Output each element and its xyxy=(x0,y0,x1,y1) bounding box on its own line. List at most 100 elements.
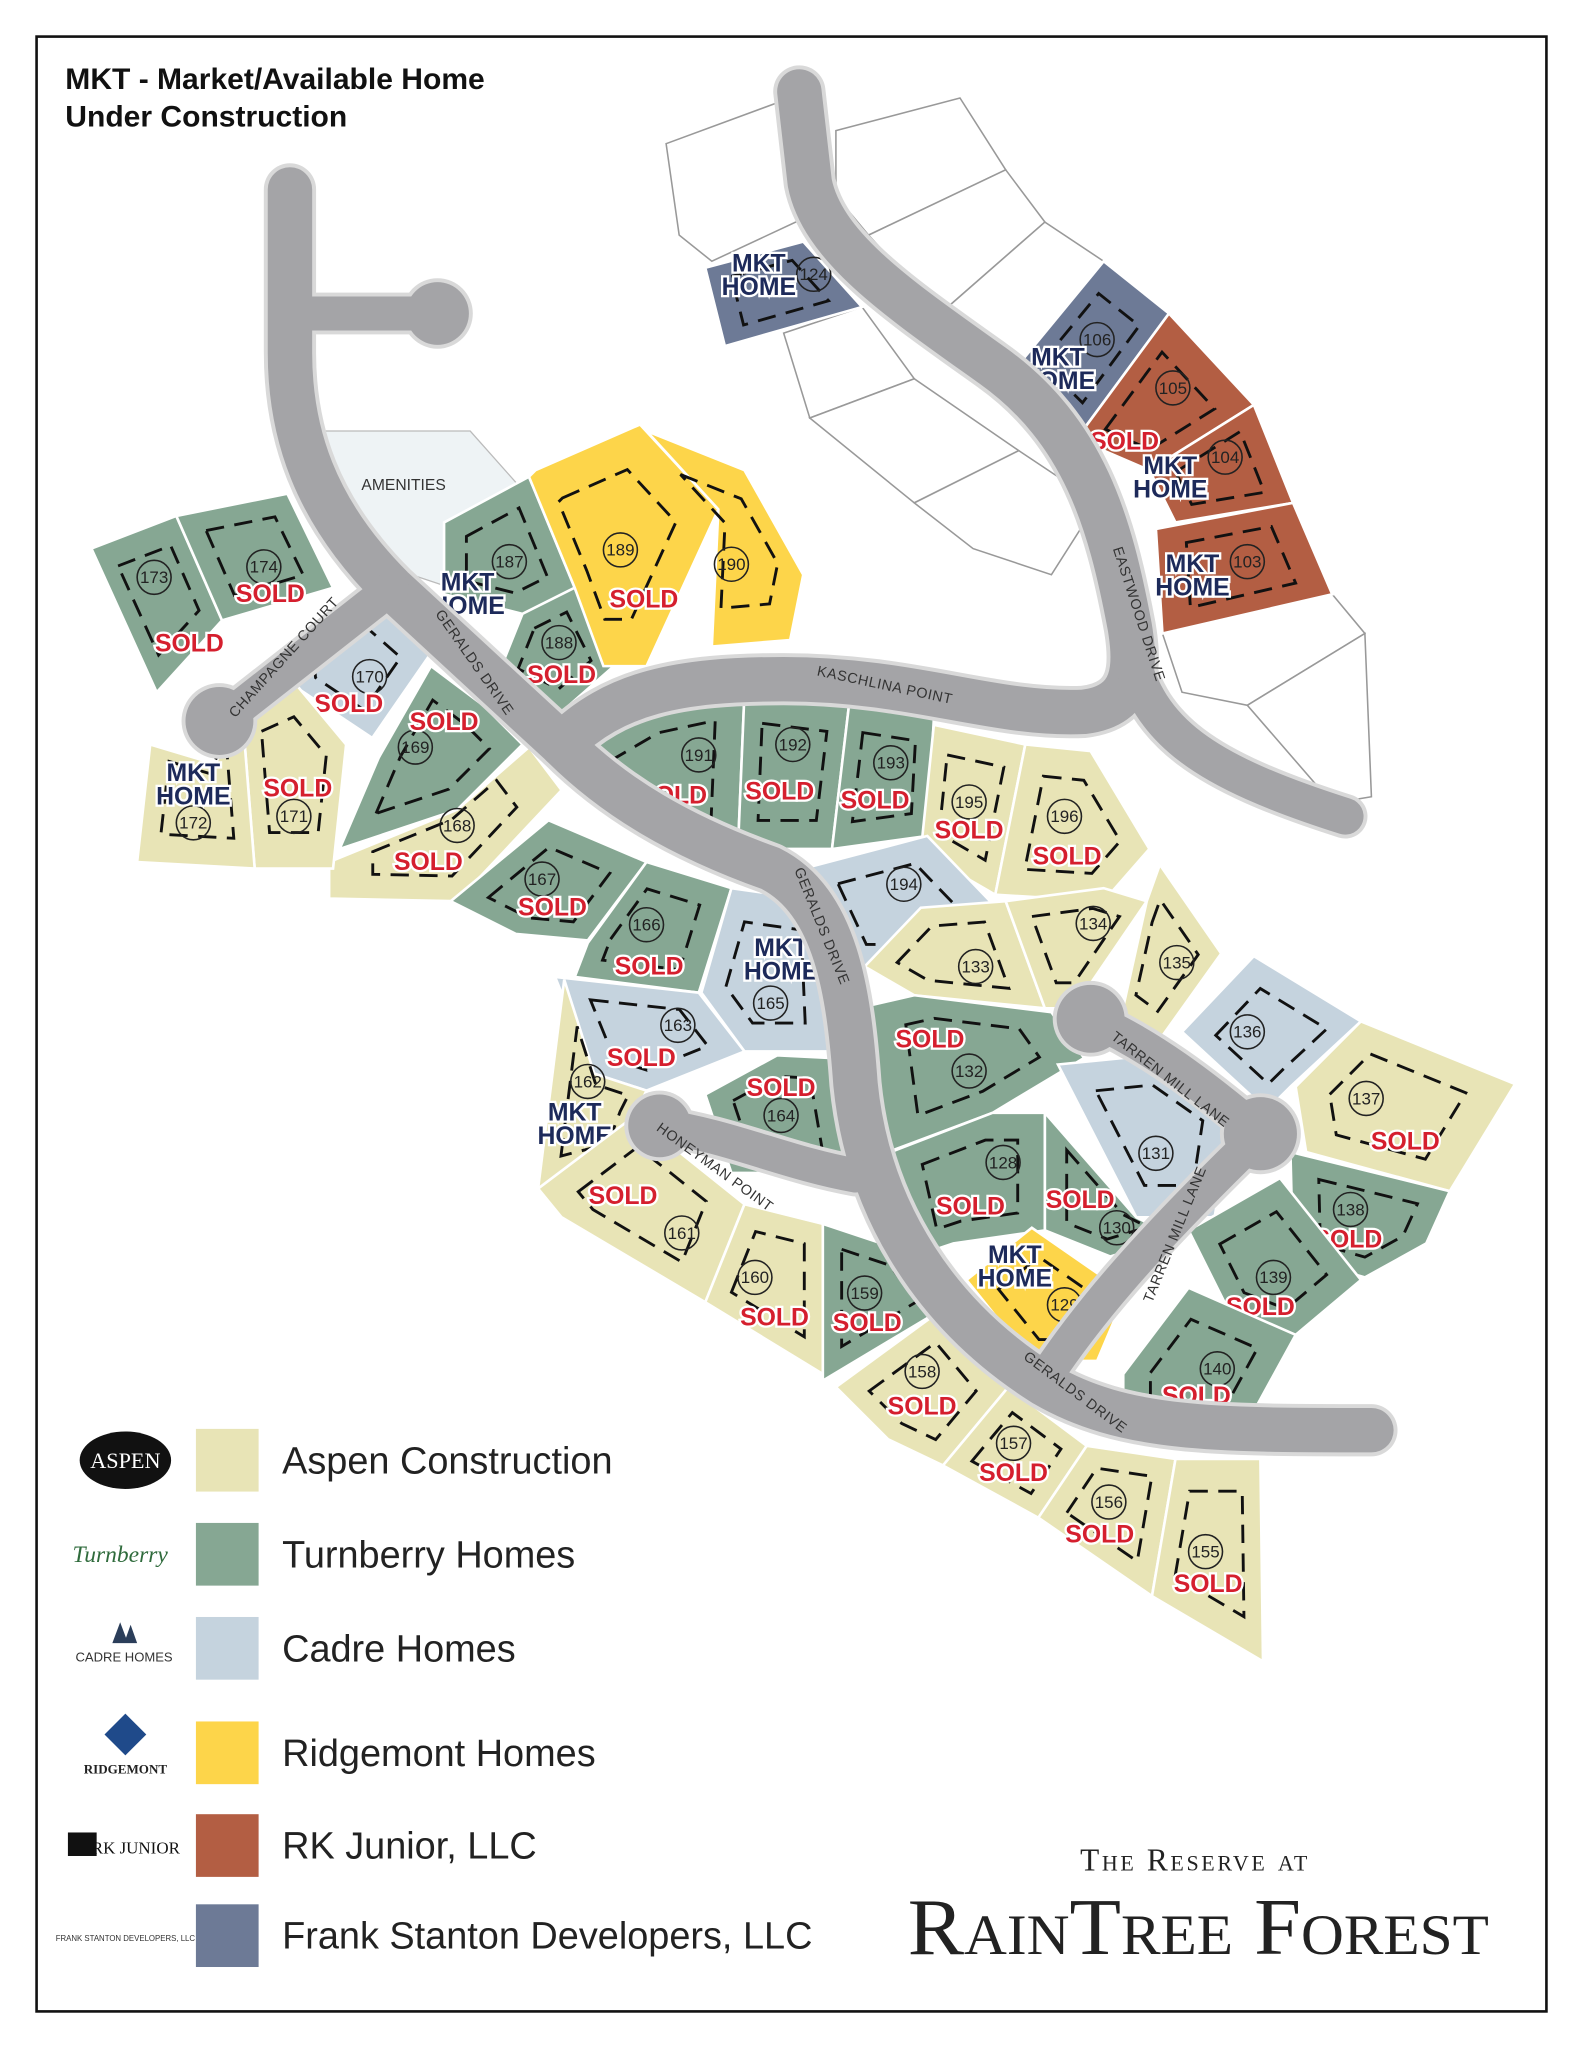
lot-parcel[interactable] xyxy=(993,743,1151,903)
lot-number: 165 xyxy=(756,994,784,1013)
lot-number: 170 xyxy=(355,667,383,686)
lot-number-circle xyxy=(351,658,388,695)
legend-label: RK Junior, LLC xyxy=(282,1826,537,1868)
legend-swatch xyxy=(195,1721,259,1785)
lot-number-circle xyxy=(752,985,789,1021)
lot-190[interactable]: 190 xyxy=(645,429,805,648)
lot-number-circle xyxy=(1255,1259,1292,1296)
home-footprint xyxy=(204,515,306,598)
home-footprint xyxy=(600,887,702,972)
lot-number-circle xyxy=(491,543,528,580)
lot-parcel[interactable] xyxy=(1119,861,1223,1047)
lot-number-circle xyxy=(1091,1484,1127,1520)
legend-swatch xyxy=(195,1428,259,1492)
home-footprint xyxy=(1093,1083,1205,1187)
lot-number: 169 xyxy=(401,738,429,757)
lot-number: 130 xyxy=(1103,1219,1131,1238)
lot-number-circle xyxy=(951,784,987,820)
lot-number-circle xyxy=(737,1259,773,1296)
lot-number: 172 xyxy=(179,814,207,833)
unassigned-lot[interactable] xyxy=(665,96,811,263)
lot-number-circle xyxy=(1046,798,1083,835)
unassigned-lot[interactable] xyxy=(1246,632,1373,805)
svg-text:RIDGEMONT: RIDGEMONT xyxy=(84,1762,168,1777)
sold-label: SOLD xyxy=(615,953,684,980)
lot-number: 188 xyxy=(545,633,573,652)
unassigned-lot[interactable] xyxy=(912,449,1099,576)
mkt-label: MKT xyxy=(1031,345,1085,372)
mkt-label: MKT xyxy=(988,1242,1042,1269)
sold-label: SOLD xyxy=(841,787,910,814)
home-footprint xyxy=(1184,524,1298,610)
sold-label: SOLD xyxy=(740,1305,809,1332)
lot-number-circle xyxy=(886,866,922,903)
lot-number: 136 xyxy=(1233,1023,1261,1042)
home-footprint xyxy=(371,778,519,878)
lot-number: 163 xyxy=(664,1016,692,1035)
lot-number-circle xyxy=(628,906,665,943)
lot-parcel[interactable] xyxy=(174,492,335,622)
lot-parcel[interactable] xyxy=(1154,501,1335,636)
home-footprint xyxy=(559,1026,631,1158)
lot-number-circle xyxy=(1138,1135,1174,1172)
lot-number-circle xyxy=(1229,543,1266,580)
lot-number: 133 xyxy=(962,957,990,976)
sold-label: SOLD xyxy=(263,776,332,803)
lot-134[interactable]: 134 xyxy=(1003,886,1149,1010)
lot-parcel[interactable] xyxy=(736,690,851,851)
lot-number-circle xyxy=(1229,1014,1266,1050)
lot-parcel[interactable] xyxy=(1186,1176,1363,1337)
lot-number-circle xyxy=(951,1053,987,1089)
sold-label: SOLD xyxy=(979,1460,1048,1487)
home-footprint xyxy=(1023,774,1123,875)
lot-number-circle xyxy=(1187,1533,1224,1570)
legend-label: Aspen Construction xyxy=(282,1440,612,1482)
lot-number-circle xyxy=(1199,1351,1236,1387)
lot-number-circle xyxy=(660,1007,696,1044)
cadre-logo: CADRE HOMES xyxy=(76,1622,173,1664)
lot-number-circle xyxy=(1332,1191,1369,1228)
lot-parcel[interactable] xyxy=(703,240,865,348)
home-footprint xyxy=(867,1340,979,1442)
frankstanton-logo: FRANK STANTON DEVELOPERS, LLC xyxy=(56,1934,196,1943)
legend-item-frankstanton: FRANK STANTON DEVELOPERS, LLC Frank Stant… xyxy=(56,1904,812,1968)
home-label: HOME xyxy=(744,959,818,986)
lot-parcel[interactable] xyxy=(327,745,564,903)
lot-number: 105 xyxy=(1159,379,1187,398)
lot-number: 139 xyxy=(1259,1268,1287,1287)
sold-label: SOLD xyxy=(1065,1522,1134,1549)
lot-parcel[interactable] xyxy=(1003,886,1149,1010)
home-footprint xyxy=(116,543,201,658)
lot-135[interactable]: 135 xyxy=(1119,861,1223,1047)
legend-label: Frank Stanton Developers, LLC xyxy=(282,1916,812,1958)
lot-parcel[interactable] xyxy=(1294,1019,1517,1193)
lot-number-circle xyxy=(713,546,750,583)
home-footprint xyxy=(1040,291,1142,406)
home-footprint xyxy=(1173,1489,1246,1620)
